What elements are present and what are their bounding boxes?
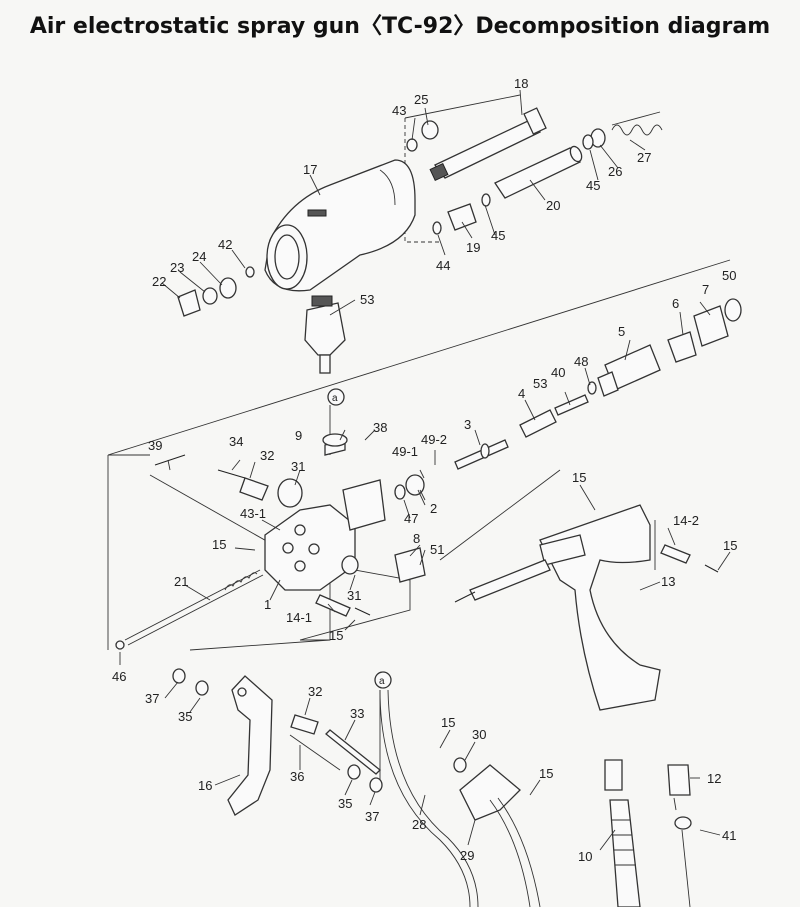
label-7: 7: [702, 282, 709, 297]
label-2: 2: [430, 501, 437, 516]
trigger-16: [227, 675, 273, 816]
diagram-title: Air electrostatic spray gun〈TC-92〉Decomp…: [29, 14, 771, 39]
label-6: 6: [672, 296, 679, 311]
label-32-a: 32: [260, 448, 274, 463]
label-15-c: 15: [572, 470, 586, 485]
sleeve-20: [494, 145, 583, 199]
label-5: 5: [618, 324, 625, 339]
label-27: 27: [637, 150, 651, 165]
small-parts-19-44-45: [432, 193, 491, 235]
label-9: 9: [295, 428, 302, 443]
small-stack-4-40-48: [519, 381, 597, 438]
rod-18: [429, 107, 547, 182]
label-24: 24: [192, 249, 206, 264]
label-44: 44: [436, 258, 450, 273]
label-15-d: 15: [723, 538, 737, 553]
connector-53: [304, 295, 346, 406]
label-4: 4: [518, 386, 525, 401]
label-35-b: 35: [338, 796, 352, 811]
label-25: 25: [414, 92, 428, 107]
label-20: 20: [546, 198, 560, 213]
label-43: 43: [392, 103, 406, 118]
head-assembly: [264, 433, 426, 591]
leader-lines: [119, 89, 731, 851]
front-cap-parts: [177, 266, 255, 317]
label-18: 18: [514, 76, 528, 91]
label-21: 21: [174, 574, 188, 589]
label-29: 29: [460, 848, 474, 863]
label-31-b: 31: [347, 588, 361, 603]
small-rings-25-26-27: [406, 111, 663, 152]
left-small-parts: [115, 454, 269, 650]
label-48: 48: [574, 354, 588, 369]
label-10: 10: [578, 849, 592, 864]
label-42: 42: [218, 237, 232, 252]
label-43-1: 43-1: [240, 506, 266, 521]
label-3: 3: [464, 417, 471, 432]
fittings-10-12-41: [604, 759, 692, 907]
label-31-a: 31: [291, 459, 305, 474]
marker-a-top: a: [332, 393, 338, 404]
assembly-guides: [107, 94, 731, 780]
label-35-a: 35: [178, 709, 192, 724]
label-37-a: 37: [145, 691, 159, 706]
rod-spring-21: [124, 569, 264, 646]
label-36: 36: [290, 769, 304, 784]
label-33: 33: [350, 706, 364, 721]
lower-pins: [172, 668, 383, 793]
label-15-b: 15: [329, 628, 343, 643]
label-23: 23: [170, 260, 184, 275]
label-15-f: 15: [539, 766, 553, 781]
nozzle-parts-5-6-7-50: [597, 298, 742, 397]
label-37-b: 37: [365, 809, 379, 824]
label-45-a: 45: [586, 178, 600, 193]
label-32-b: 32: [308, 684, 322, 699]
label-12: 12: [707, 771, 721, 786]
label-26: 26: [608, 164, 622, 179]
label-45-b: 45: [491, 228, 505, 243]
label-15-e: 15: [441, 715, 455, 730]
handle-grip-13: [454, 504, 661, 711]
label-38: 38: [373, 420, 387, 435]
label-34: 34: [229, 434, 243, 449]
label-41: 41: [722, 828, 736, 843]
part-labels: 18 43 25 17 27 26 45 20 45 19 44 42 24 2…: [112, 76, 737, 864]
label-22: 22: [152, 274, 166, 289]
label-40: 40: [551, 365, 565, 380]
label-50: 50: [722, 268, 736, 283]
label-1: 1: [264, 597, 271, 612]
label-14-1: 14-1: [286, 610, 312, 625]
label-51: 51: [430, 542, 444, 557]
label-13: 13: [661, 574, 675, 589]
label-53-a: 53: [360, 292, 374, 307]
needle-3: [454, 439, 509, 470]
label-49-2: 49-2: [421, 432, 447, 447]
pin-14-2: [660, 544, 719, 573]
marker-a-bottom: a: [379, 676, 385, 687]
label-28: 28: [412, 817, 426, 832]
label-15-a: 15: [212, 537, 226, 552]
label-47: 47: [404, 511, 418, 526]
label-19: 19: [466, 240, 480, 255]
barrel-body-17: [264, 159, 416, 292]
label-39: 39: [148, 438, 162, 453]
label-17: 17: [303, 162, 317, 177]
label-46: 46: [112, 669, 126, 684]
hose-28: [374, 671, 541, 907]
label-49-1: 49-1: [392, 444, 418, 459]
pin-14-1: [315, 594, 371, 617]
label-53-b: 53: [533, 376, 547, 391]
label-14-2: 14-2: [673, 513, 699, 528]
label-30: 30: [472, 727, 486, 742]
label-8: 8: [413, 531, 420, 546]
label-16: 16: [198, 778, 212, 793]
